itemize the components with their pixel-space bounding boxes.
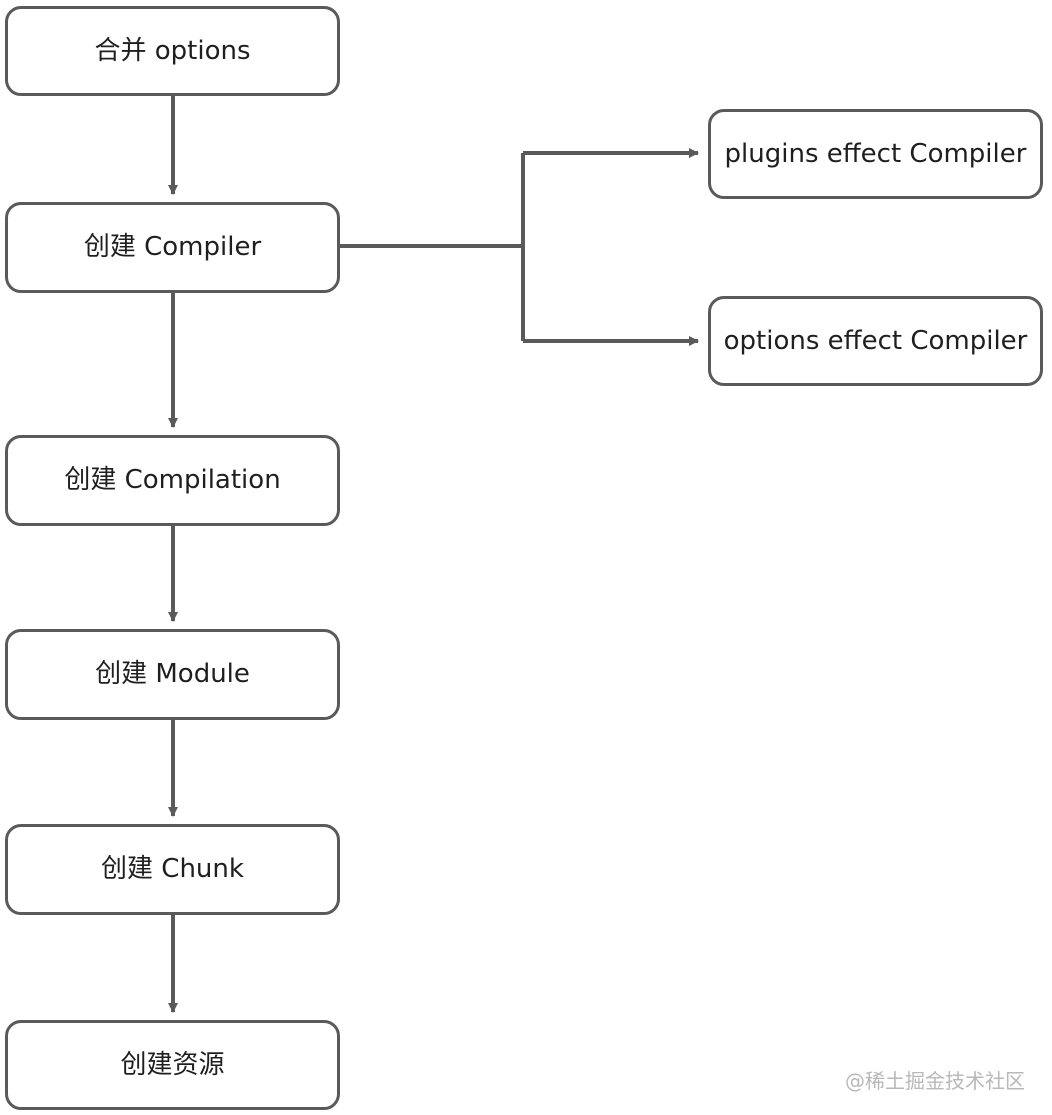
- node-label: 合并 options: [94, 35, 251, 66]
- node-label: 创建 Compiler: [83, 232, 262, 263]
- node-options-effect-compiler: options effect Compiler: [708, 296, 1043, 386]
- node-create-compilation: 创建 Compilation: [5, 435, 340, 526]
- node-plugins-effect-compiler: plugins effect Compiler: [708, 109, 1043, 199]
- node-create-assets: 创建资源: [5, 1020, 340, 1110]
- node-label: plugins effect Compiler: [724, 138, 1027, 169]
- node-label: 创建资源: [120, 1049, 225, 1080]
- node-merge-options: 合并 options: [5, 6, 340, 96]
- node-create-compiler: 创建 Compiler: [5, 202, 340, 293]
- node-label: 创建 Module: [95, 659, 250, 690]
- node-create-module: 创建 Module: [5, 629, 340, 720]
- node-label: 创建 Compilation: [64, 465, 281, 496]
- node-create-chunk: 创建 Chunk: [5, 824, 340, 915]
- node-label: 创建 Chunk: [101, 854, 244, 885]
- node-label: options effect Compiler: [723, 325, 1028, 356]
- watermark: @稀土掘金技术社区: [845, 1069, 1025, 1093]
